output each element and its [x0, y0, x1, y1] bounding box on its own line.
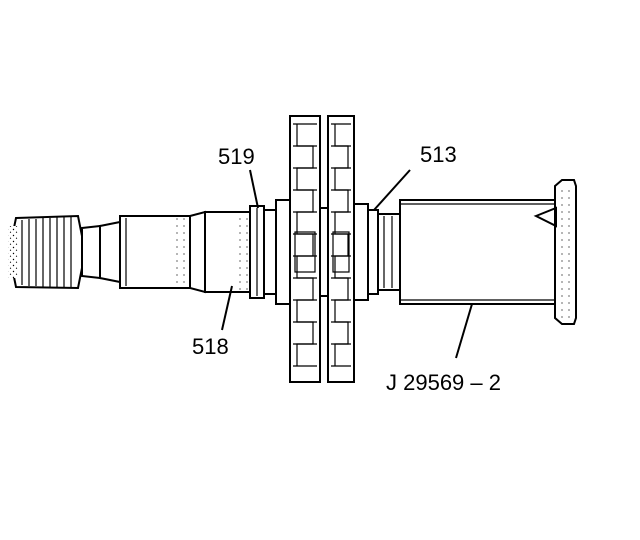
gear-right [327, 115, 355, 383]
callout-tool: J 29569 – 2 [386, 370, 501, 395]
callout-519: 519 [218, 144, 255, 169]
tool-j-29569-2 [399, 179, 577, 325]
gear-spacer [319, 207, 329, 297]
callout-518: 518 [192, 334, 229, 359]
gear-left [289, 115, 321, 383]
callout-513: 513 [420, 142, 457, 167]
collar-513 [353, 203, 401, 301]
leader-lines [221, 169, 473, 359]
splined-shaft-end [8, 214, 83, 290]
shaft-518 [81, 199, 291, 305]
